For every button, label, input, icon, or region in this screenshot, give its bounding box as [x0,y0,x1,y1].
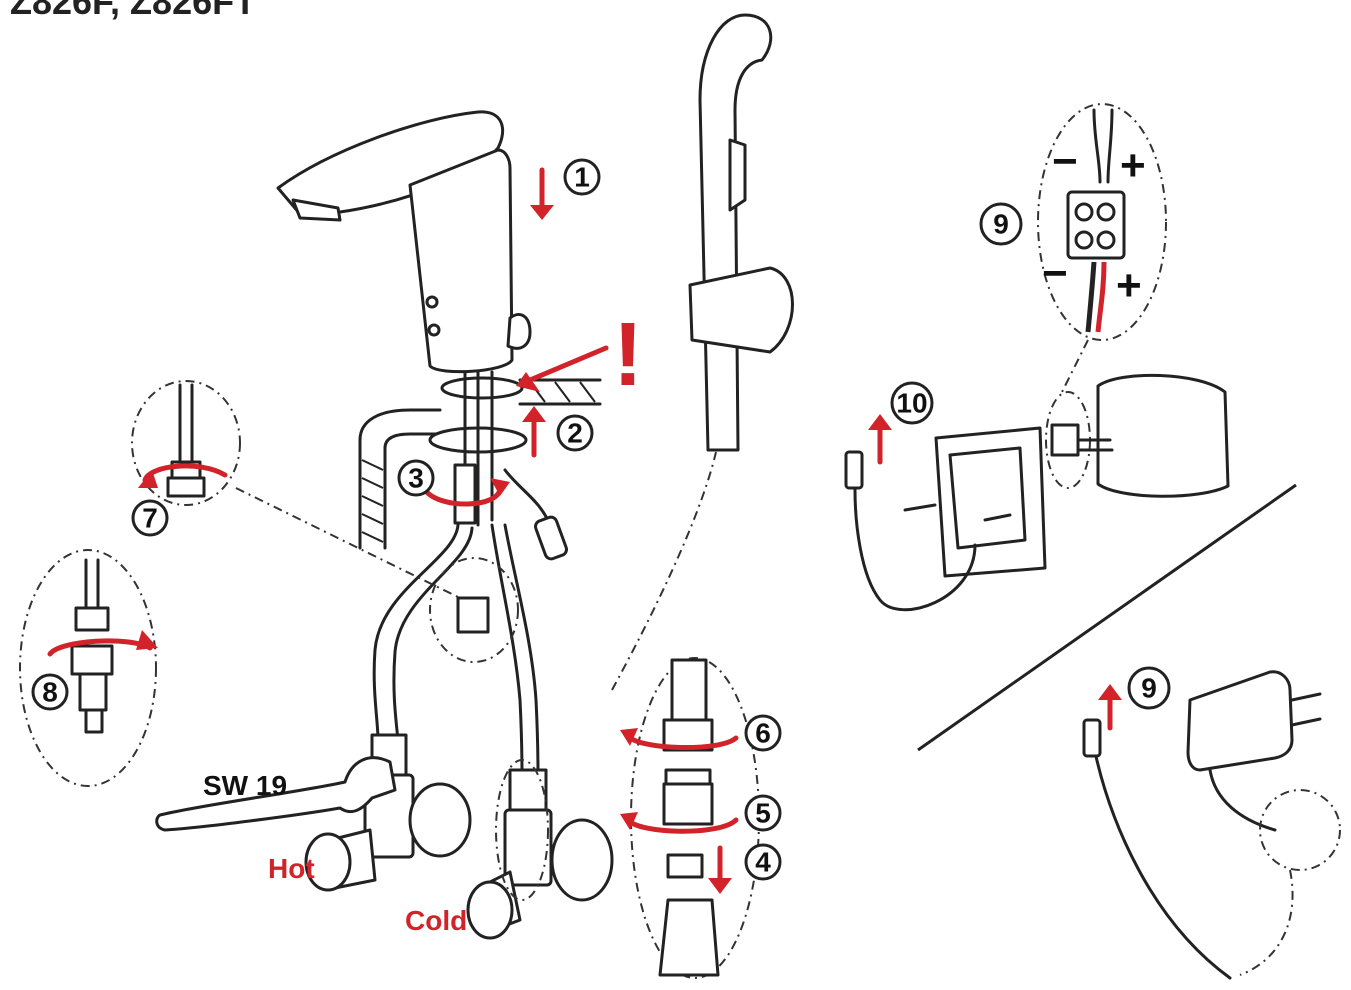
step-10: 10 [890,381,934,425]
cold-label: Cold [405,905,467,936]
minus-bottom: − [1042,249,1068,298]
svg-text:4: 4 [755,847,771,878]
svg-text:9: 9 [1141,673,1157,704]
step-5: 5 [744,794,782,832]
arrow-9-bottom [1098,684,1122,731]
svg-text:8: 8 [42,677,58,708]
supply-hoses [372,523,540,777]
plus-top: + [1120,141,1146,190]
svg-text:10: 10 [896,388,927,419]
model-title: Z826F, Z826FT [10,0,256,22]
step-3: 3 [397,459,435,497]
minus-top: − [1052,137,1078,186]
svg-text:1: 1 [574,162,590,193]
wrench-sw19 [155,756,397,832]
step-9-top: 9 [979,202,1023,246]
hot-label: Hot [268,853,315,884]
hot-angle-valve [304,733,472,892]
step-4: 4 [744,843,782,881]
wrench-size-label: SW 19 [203,770,287,801]
detail-8-connector [19,549,158,787]
svg-text:7: 7 [142,503,158,534]
divider-line [917,483,1297,752]
mounting-studs [428,370,568,561]
step-9-bottom: 9 [1127,666,1171,710]
wall-power-box [844,373,1230,612]
terminal-block-detail [1037,103,1167,393]
basin-edge [358,378,602,550]
plus-bottom: + [1116,261,1142,310]
step-8: 8 [31,673,69,711]
warning-mark: ! [613,305,643,405]
detail-4-6-hose-connection [611,451,760,979]
step-7: 7 [131,499,169,537]
svg-text:2: 2 [567,418,583,449]
step-2: 2 [556,414,594,452]
svg-text:9: 9 [993,209,1009,240]
detail-7-nut [131,380,461,599]
svg-text:3: 3 [408,463,424,494]
assembly-arrows [422,167,609,507]
faucet-body [276,110,532,374]
hand-shower [688,13,794,452]
step-1: 1 [563,158,601,196]
cold-angle-valve [466,759,614,940]
svg-text:5: 5 [755,798,771,829]
svg-text:6: 6 [755,718,771,749]
step-6: 6 [744,714,782,752]
arrow-10 [868,414,892,465]
power-adapter [1082,670,1341,980]
